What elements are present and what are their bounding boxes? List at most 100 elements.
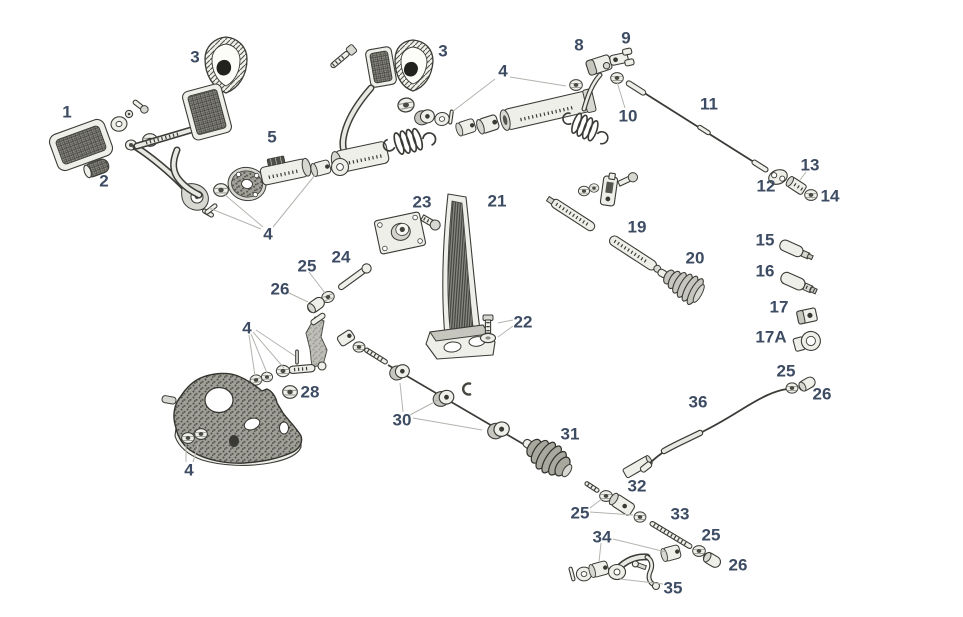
part-label-26: 26 <box>729 556 748 575</box>
part-label-19: 19 <box>628 218 647 237</box>
part-label-4: 4 <box>242 319 252 338</box>
leader-line <box>612 538 667 553</box>
leader-line <box>255 329 296 357</box>
part-label-17A: 17A <box>755 328 786 347</box>
part-label-34: 34 <box>593 528 612 547</box>
leader-line <box>451 78 496 113</box>
lever-return-spring <box>557 107 614 148</box>
pedal-return-spring <box>380 120 439 162</box>
part-label-25: 25 <box>702 526 721 545</box>
part-17-block <box>796 307 818 325</box>
part-22-bolt-washer <box>479 314 497 344</box>
part-label-4: 4 <box>263 225 273 244</box>
brake-pedal <box>330 46 397 177</box>
leader-line <box>409 399 439 416</box>
part-label-5: 5 <box>267 128 276 147</box>
part-label-20: 20 <box>686 249 705 268</box>
leader-lines <box>185 76 807 585</box>
leader-line <box>497 319 514 324</box>
part-label-24: 24 <box>332 248 351 267</box>
leader-line <box>286 291 309 303</box>
part-label-3: 3 <box>438 42 447 61</box>
pedal-cross-shaft-tube <box>499 72 603 131</box>
part-34-bellcrank <box>568 543 683 591</box>
part-label-33: 33 <box>671 505 690 524</box>
part-label-36: 36 <box>689 393 708 412</box>
part-label-3: 3 <box>190 48 199 67</box>
part-36-cable <box>639 374 818 473</box>
part-31-boot <box>522 438 573 478</box>
part-label-21: 21 <box>488 192 507 211</box>
leader-line <box>272 174 316 228</box>
part-14-nut <box>804 189 818 201</box>
part-label-16: 16 <box>756 262 775 281</box>
pedal-bracket-casting <box>161 372 303 466</box>
part-label-31: 31 <box>561 425 580 444</box>
part-15-pin <box>779 239 814 261</box>
part-label-13: 13 <box>801 156 820 175</box>
leader-line <box>799 171 807 181</box>
part-label-9: 9 <box>621 29 630 48</box>
part-23-mounting-flange <box>373 211 441 255</box>
part-11-accelerator-rod <box>625 80 769 173</box>
part-28-nut <box>282 385 298 399</box>
leader-line <box>598 542 602 563</box>
part-label-11: 11 <box>700 95 718 114</box>
leader-line <box>589 511 634 516</box>
leader-line <box>248 334 256 377</box>
leader-line <box>223 193 264 228</box>
part-label-25: 25 <box>777 362 796 381</box>
part-17a-cap <box>792 330 821 352</box>
part-label-14: 14 <box>821 187 840 206</box>
leader-line <box>252 331 285 369</box>
part-label-4: 4 <box>184 461 194 480</box>
part-label-23: 23 <box>413 193 432 212</box>
part-label-15: 15 <box>756 231 775 250</box>
part-label-17: 17 <box>770 298 789 317</box>
part-2-roller <box>83 158 110 179</box>
bellcrank-lever <box>288 312 388 374</box>
leader-line <box>619 578 664 585</box>
leader-line <box>208 207 262 230</box>
part-label-28: 28 <box>301 383 320 402</box>
pedal-bolt <box>330 44 358 69</box>
leader-line <box>192 441 200 463</box>
part-label-10: 10 <box>619 107 638 126</box>
leader-line <box>616 81 626 109</box>
part-30-rod-grommets <box>387 361 531 449</box>
part-label-25: 25 <box>298 257 317 276</box>
leader-line <box>412 417 483 431</box>
part-label-8: 8 <box>574 36 583 55</box>
part-12-swivel-joint <box>768 169 788 185</box>
part-label-2: 2 <box>99 172 108 191</box>
part-label-26: 26 <box>271 280 290 299</box>
part-8-clamp <box>585 54 613 76</box>
part-20-boot <box>657 268 705 305</box>
clutch-pedal <box>133 83 232 199</box>
part-label-32: 32 <box>628 477 647 496</box>
mounting-nuts <box>248 349 299 387</box>
leader-line <box>589 497 604 509</box>
part-13-sleeve <box>785 176 807 195</box>
part-21-accelerator-pedal <box>425 193 496 360</box>
leader-line <box>399 382 404 413</box>
part-label-30: 30 <box>393 411 412 430</box>
part-label-26: 26 <box>813 385 832 404</box>
part-16-pin <box>780 271 818 295</box>
part-1-accelerator-pedal-pad <box>48 118 114 172</box>
part-3-clutch-pedal-cover <box>204 36 248 94</box>
part-label-12: 12 <box>757 177 776 196</box>
part-label-22: 22 <box>514 313 533 332</box>
pedal-shaft-hardware <box>396 96 501 138</box>
leader-line <box>497 325 514 338</box>
leader-line <box>250 333 268 374</box>
leader-line <box>308 271 326 294</box>
part-5-pedal-hub <box>204 155 333 215</box>
part-label-35: 35 <box>664 579 683 598</box>
leader-line <box>509 76 567 87</box>
part-9-swivel <box>609 47 635 67</box>
part-24-link-pin <box>337 263 372 291</box>
